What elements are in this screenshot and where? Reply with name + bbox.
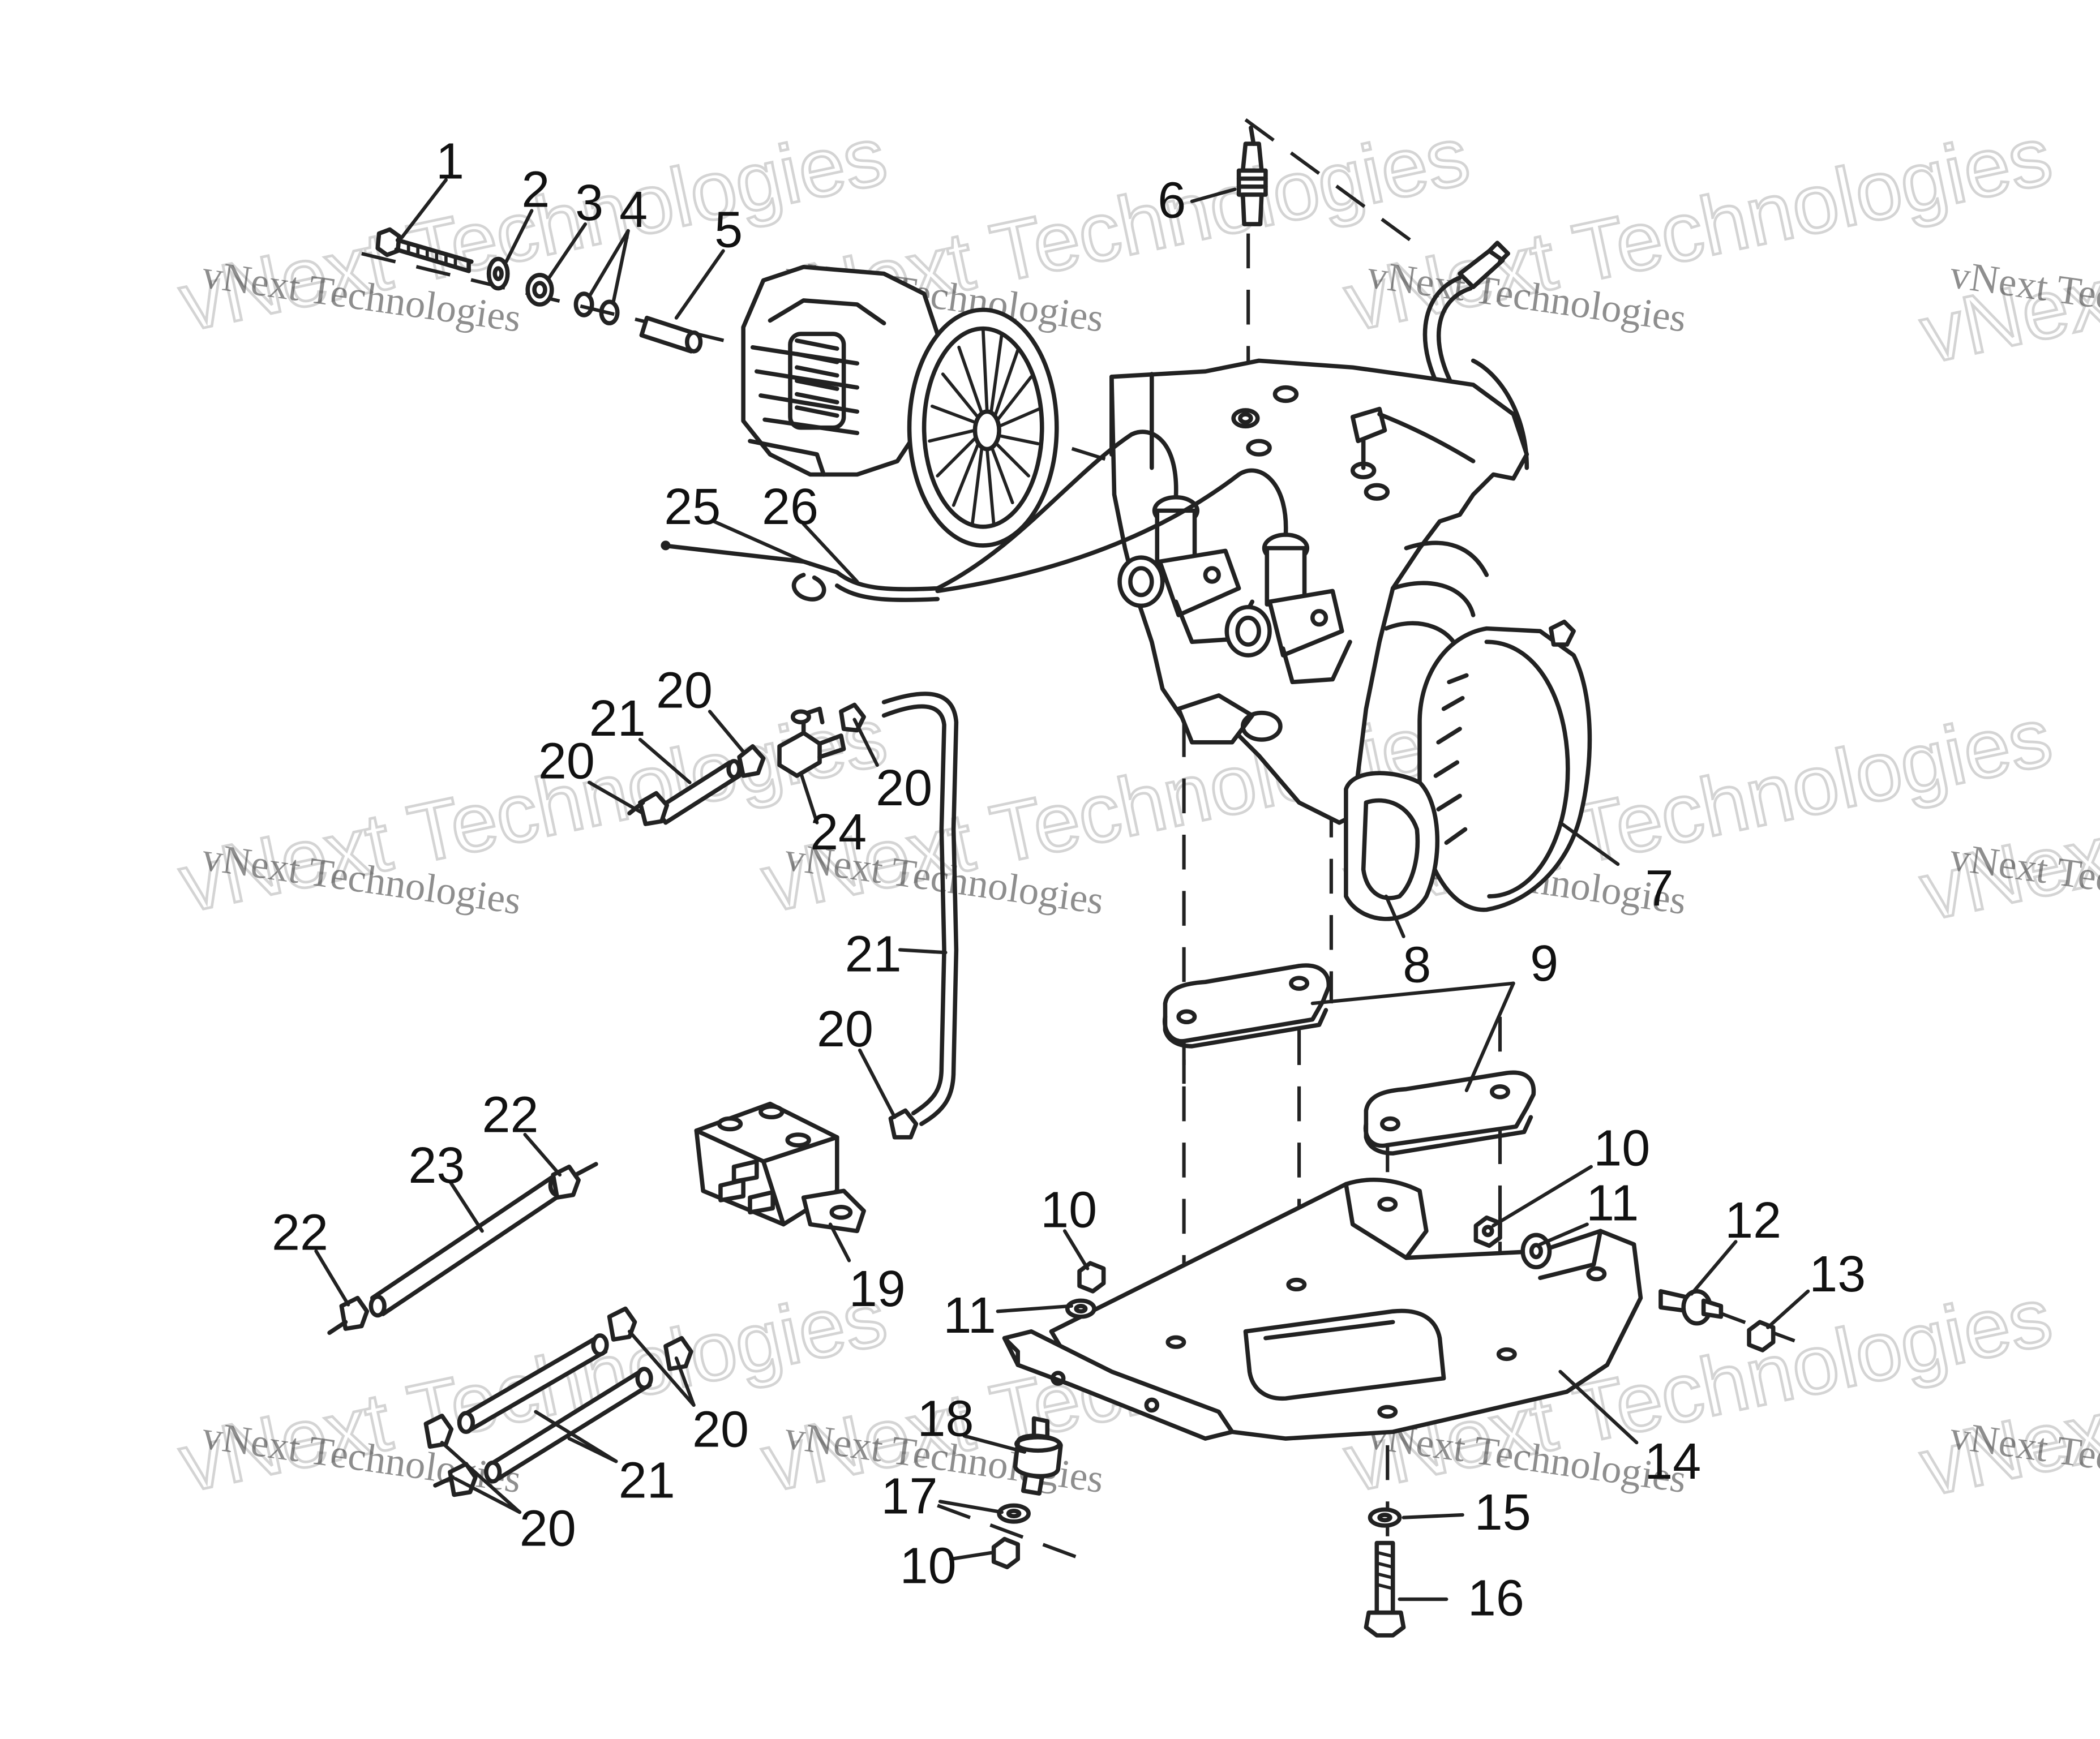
callout-6: 6 [1158, 172, 1186, 229]
bolt-16 [1364, 1540, 1406, 1638]
washer-17 [997, 1503, 1031, 1524]
fuel-fitting [777, 706, 846, 778]
callout-15: 15 [1475, 1484, 1531, 1541]
callout-3: 3 [575, 175, 603, 231]
leader-lines [314, 178, 1810, 1601]
callout-11-left: 11 [943, 1287, 996, 1344]
hose-long-21 [881, 692, 959, 1126]
rubber-mount-18 [1013, 1416, 1063, 1496]
lock-washer-15 [1368, 1507, 1402, 1528]
callout-10-lower: 10 [900, 1538, 957, 1595]
callout-17: 17 [881, 1469, 938, 1525]
callout-14: 14 [1644, 1433, 1701, 1490]
hose-21-lower-a [457, 1333, 609, 1435]
callout-20-f: 20 [520, 1500, 576, 1557]
callout-20-d: 20 [817, 1001, 873, 1058]
o-rings [573, 291, 620, 325]
callout-20-b: 20 [538, 733, 595, 790]
hose-23 [368, 1174, 566, 1318]
washer-11-left [1065, 1298, 1096, 1319]
hose-21-lower-b [484, 1367, 653, 1484]
callout-5: 5 [714, 201, 743, 258]
callout-22-b: 22 [272, 1205, 328, 1261]
callout-26: 26 [762, 479, 818, 535]
bushing-nut [525, 273, 554, 307]
starter-handle [1344, 771, 1439, 921]
callout-1: 1 [436, 134, 464, 190]
callout-24: 24 [810, 804, 867, 861]
throttle-cable-25-26 [661, 540, 940, 602]
callout-8: 8 [1403, 937, 1431, 993]
callout-16: 16 [1468, 1570, 1524, 1626]
bolt-assembly [375, 227, 703, 354]
callout-18: 18 [917, 1390, 974, 1447]
washer [486, 256, 510, 291]
callout-19: 19 [849, 1261, 906, 1317]
spacer-sleeve [639, 315, 703, 354]
engine-assembly [935, 358, 1592, 921]
callout-labels: 1 2 3 4 5 6 7 8 9 10 10 10 11 11 12 13 1… [272, 134, 1866, 1627]
clutch-sheave [907, 307, 1059, 548]
fuel-pump [694, 1101, 866, 1234]
callout-4: 4 [619, 182, 648, 238]
callout-9: 9 [1530, 935, 1558, 992]
spark-plug [1236, 125, 1268, 226]
fuel-hoses [327, 692, 959, 1497]
bolt [375, 227, 474, 273]
callout-10-left: 10 [1040, 1182, 1097, 1238]
hose-clamps [327, 702, 919, 1497]
callout-2: 2 [521, 161, 550, 218]
nut-10-lower [991, 1536, 1020, 1570]
callout-22-a: 22 [482, 1087, 538, 1143]
callout-12: 12 [1725, 1192, 1781, 1249]
callout-11-right: 11 [1586, 1175, 1639, 1232]
stud-12 [1658, 1289, 1724, 1326]
callout-21-a: 21 [589, 690, 646, 747]
cylinder-bolts [1231, 385, 1390, 501]
drive-clutch [741, 264, 1059, 548]
throttle-cables [935, 430, 1288, 594]
callout-10-right: 10 [1593, 1120, 1650, 1176]
callout-20-c: 20 [876, 760, 932, 817]
engine-mount-plates [1162, 963, 1536, 1156]
intake-flange [1176, 693, 1283, 745]
nut-13 [1747, 1320, 1776, 1352]
callout-25: 25 [664, 479, 721, 535]
engine-mount-base-plate [1002, 1177, 1643, 1441]
callout-21-b: 21 [845, 926, 902, 982]
callout-13: 13 [1809, 1246, 1866, 1303]
callout-20-a: 20 [656, 662, 713, 719]
callout-21-c: 21 [619, 1452, 675, 1509]
ignition-coil-post [1350, 406, 1476, 470]
callout-7: 7 [1645, 860, 1674, 917]
callout-23: 23 [408, 1137, 465, 1194]
carburetor-right [1224, 533, 1352, 685]
carburetor-left [1117, 495, 1255, 645]
callout-20-e: 20 [692, 1401, 749, 1458]
washer-11-right [1520, 1233, 1552, 1270]
recoil-starter [1417, 619, 1592, 912]
nut-10-left [1077, 1261, 1106, 1294]
